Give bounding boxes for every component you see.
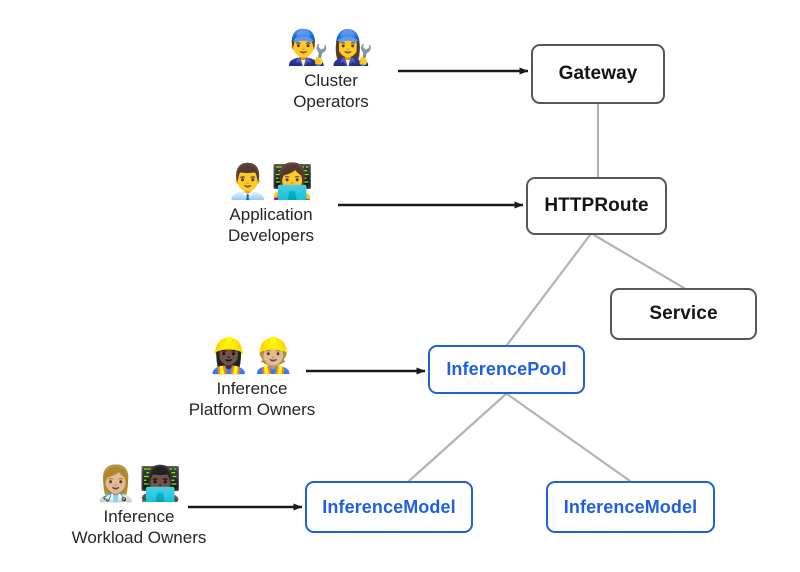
persona-arrows: [188, 67, 529, 511]
persona-inference-workload-owners: 👩🏼‍⚕️👨🏿‍💻Inference Workload Owners: [53, 464, 225, 548]
node-label: Gateway: [558, 63, 638, 84]
persona-cluster-operators: 👨‍🔧👩‍🔧Cluster Operators: [268, 28, 394, 112]
persona-label: Application Developers: [228, 205, 314, 245]
node-label: Service: [649, 303, 718, 324]
node-label: InferenceModel: [563, 496, 698, 517]
node-service[interactable]: Service: [610, 288, 757, 340]
node-inferencemodel-right[interactable]: InferenceModel: [546, 481, 715, 533]
persona-label: Inference Workload Owners: [71, 507, 207, 547]
man-mechanic-icon: 👨‍🔧👩‍🔧: [286, 28, 376, 68]
man-office-worker-icon: 👨‍💼👩‍💻: [226, 162, 316, 202]
persona-label: Inference Platform Owners: [188, 379, 316, 419]
persona-application-developers: 👨‍💼👩‍💻Application Developers: [208, 162, 334, 246]
node-httproute[interactable]: HTTPRoute: [526, 177, 667, 235]
edge-httproute-inferencepool: [505, 233, 592, 347]
node-label: HTTPRoute: [544, 195, 649, 216]
persona-label: Cluster Operators: [293, 71, 369, 111]
node-label: InferenceModel: [322, 496, 456, 517]
edge-inferencepool-model-left: [407, 392, 508, 483]
node-label: InferencePool: [446, 359, 567, 379]
edge-httproute-service: [592, 233, 686, 290]
woman-construction-worker-icon: 👷🏿‍♀️👷🏼: [207, 336, 297, 376]
node-inferencemodel-left[interactable]: InferenceModel: [305, 481, 473, 533]
edge-inferencepool-model-right: [505, 392, 632, 483]
woman-health-worker-icon: 👩🏼‍⚕️👨🏿‍💻: [94, 464, 184, 504]
node-gateway[interactable]: Gateway: [531, 44, 665, 104]
persona-inference-platform-owners: 👷🏿‍♀️👷🏼Inference Platform Owners: [172, 336, 332, 420]
node-inferencepool[interactable]: InferencePool: [428, 345, 585, 394]
